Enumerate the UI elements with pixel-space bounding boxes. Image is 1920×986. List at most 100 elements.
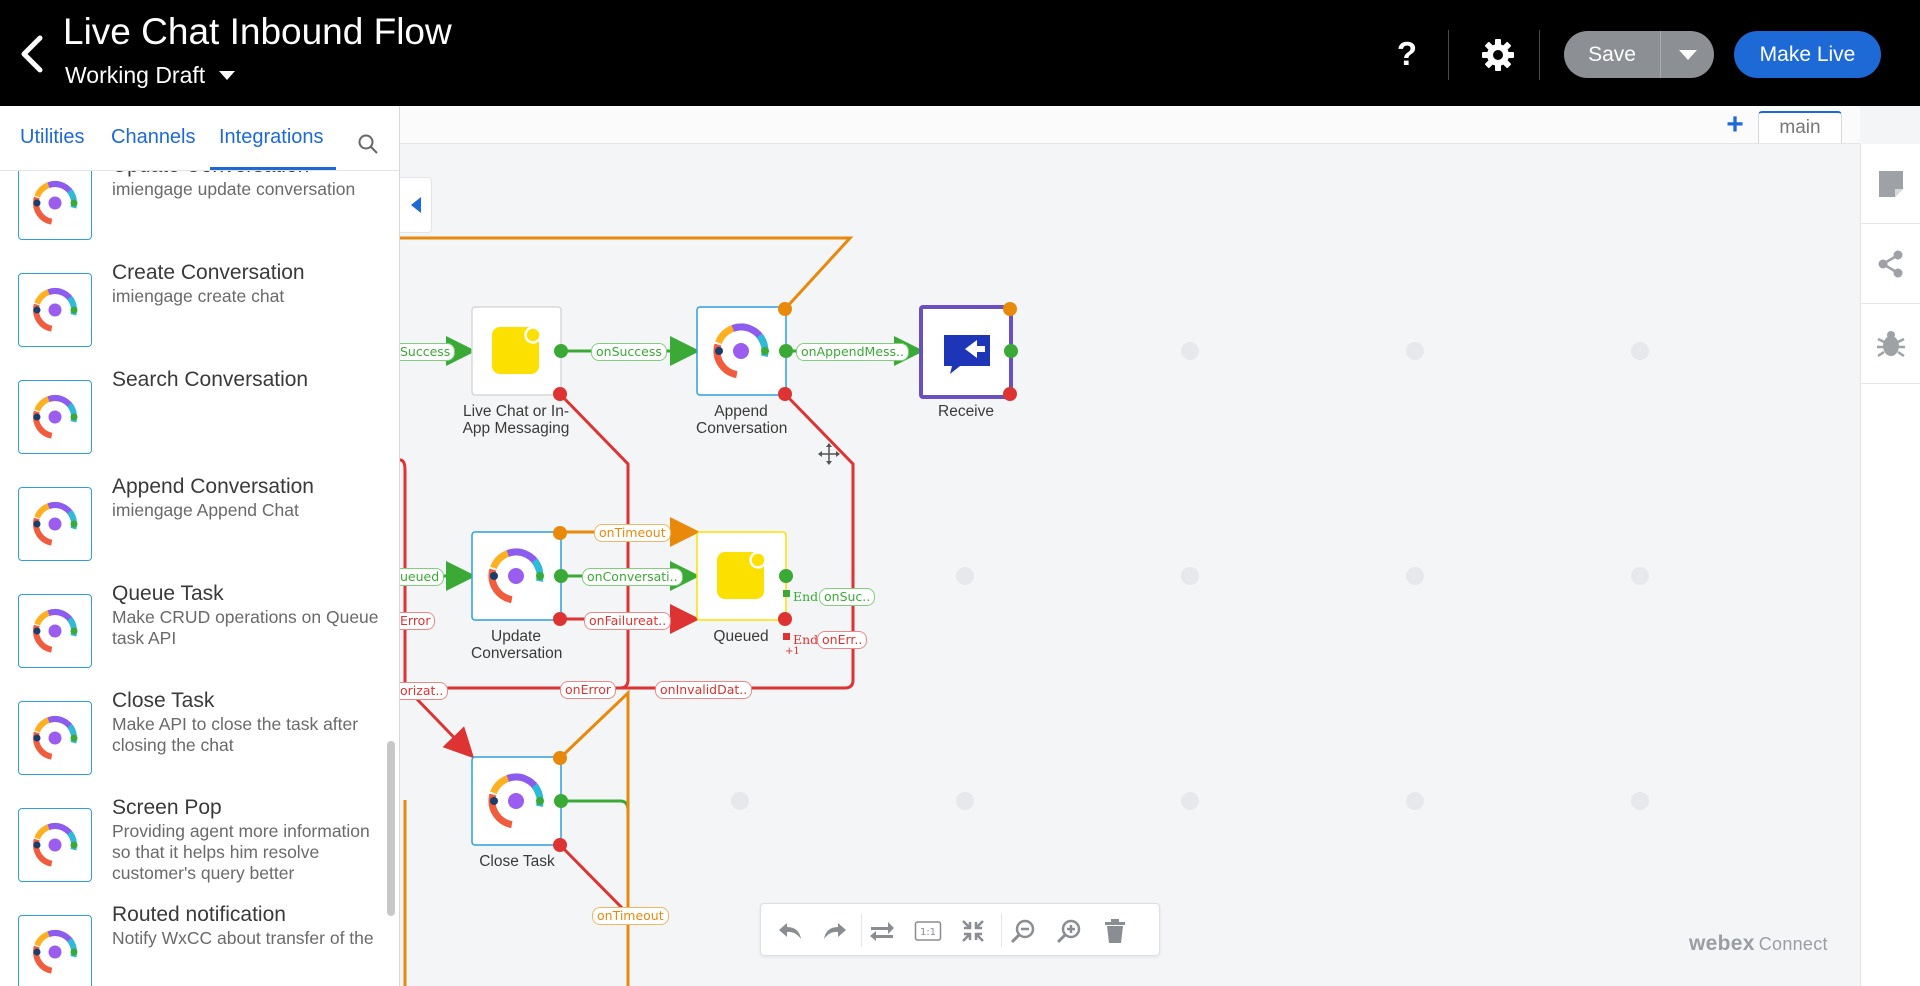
edge-label-on-error[interactable]: onError [560, 681, 617, 699]
palette-scrollbar[interactable] [387, 741, 395, 916]
zoom-in-button[interactable] [1052, 914, 1086, 948]
app-header: Live Chat Inbound Flow Working Draft ? [0, 0, 1920, 106]
node-append-conversation[interactable] [696, 302, 793, 401]
palette-node-description: imiengage Append Chat [112, 500, 299, 520]
node-live-chat[interactable] [471, 306, 568, 401]
swap-button[interactable] [865, 914, 899, 948]
node-label-queued: Queued [713, 628, 769, 645]
notes-button[interactable] [1861, 144, 1920, 224]
tab-main[interactable]: main [1758, 111, 1842, 143]
flow-title: Live Chat Inbound Flow [63, 11, 452, 52]
palette-node-name: Queue Task [112, 582, 224, 605]
help-button[interactable]: ? [1396, 35, 1418, 72]
palette-node-icon [18, 273, 92, 347]
node-close-task[interactable] [471, 751, 568, 852]
zoom-out-button[interactable] [1006, 914, 1040, 948]
edge-label-error-in[interactable]: Error [396, 612, 436, 630]
edge-label-on-end-error[interactable]: onErr.. [817, 631, 868, 649]
edge-close-task-timeout [558, 689, 630, 986]
edge-label-on-timeout[interactable]: onTimeout [594, 524, 671, 542]
flow-tabs-bar [400, 106, 1860, 144]
delete-button[interactable] [1098, 914, 1132, 948]
palette-node-list: Update Conversation imiengage update con… [0, 171, 390, 986]
imiengage-icon [33, 395, 78, 439]
tab-utilities[interactable]: Utilities [20, 126, 85, 148]
imiengage-icon [33, 930, 78, 974]
edge-to-close-task [411, 693, 475, 759]
palette-node-description: imiengage update conversation [112, 179, 356, 199]
undo-button[interactable] [773, 914, 807, 948]
palette-node-icon [18, 701, 92, 775]
back-button[interactable] [16, 32, 52, 76]
edge-label-success-in[interactable]: Success [396, 343, 456, 361]
edge-label-on-append-message[interactable]: onAppendMess.. [796, 343, 909, 361]
flow-canvas[interactable] [400, 106, 1860, 986]
edge-label-on-end-success[interactable]: onSuc.. [819, 588, 876, 606]
palette-node-name: Screen Pop [112, 796, 222, 819]
zoom-reset-button[interactable]: 1:1 [911, 914, 945, 948]
collapse-icon [962, 920, 984, 942]
palette-node-icon [18, 915, 92, 986]
brand-name: webex [1689, 932, 1755, 955]
version-dropdown[interactable]: Working Draft [65, 60, 236, 90]
share-icon [1878, 250, 1903, 277]
tab-integrations[interactable]: Integrations [219, 126, 324, 148]
node-label-update-conversation: Update Conversation [471, 628, 563, 662]
edge-label-queued-in[interactable]: ueued [396, 568, 445, 586]
palette-node-name: Search Conversation [112, 368, 309, 391]
collapse-button[interactable] [956, 914, 990, 948]
palette-node-name: Append Conversation [112, 475, 314, 498]
note-icon [1879, 170, 1903, 197]
add-flow-tab-button[interactable]: + [1726, 108, 1744, 141]
palette-node-icon [18, 380, 92, 454]
caret-down-icon [1678, 49, 1697, 60]
edge-label-on-failure[interactable]: onFailureat.. [584, 612, 672, 630]
edge-top-loop [400, 236, 854, 311]
edge-label-on-success[interactable]: onSuccess [591, 343, 667, 361]
edge-label-on-timeout-2[interactable]: onTimeout [592, 907, 669, 925]
end-label-success: End [793, 589, 819, 604]
palette-tabs: Utilities Channels Integrations [0, 106, 399, 171]
search-button[interactable] [357, 133, 379, 155]
palette-node-item[interactable]: Queue Task Make CRUD operations on Queue… [0, 579, 390, 683]
palette-node-item[interactable]: Routed notification Notify WxCC about tr… [0, 900, 390, 986]
redo-button[interactable] [818, 914, 852, 948]
imiengage-icon [33, 609, 78, 653]
palette-node-description: Make CRUD operations on Queue task API [112, 607, 379, 648]
node-update-conversation[interactable] [471, 526, 568, 626]
palette-node-item[interactable]: Append Conversation imiengage Append Cha… [0, 472, 390, 576]
palette-node-item[interactable]: Close Task Make API to close the task af… [0, 686, 390, 790]
toolbar-divider [861, 914, 862, 947]
palette-node-description: Make API to close the task after closing… [112, 714, 359, 755]
edge-invalid-data-loop [620, 392, 855, 690]
node-label-receive: Receive [938, 403, 994, 420]
gear-icon [1482, 39, 1514, 71]
save-options-button[interactable] [1660, 31, 1714, 78]
settings-button[interactable] [1479, 36, 1517, 74]
palette-node-item[interactable]: Create Conversation imiengage create cha… [0, 258, 390, 362]
palette-node-item[interactable]: Update Conversation imiengage update con… [0, 171, 390, 255]
tab-channels[interactable]: Channels [111, 126, 196, 148]
debug-button[interactable] [1861, 304, 1920, 384]
edge-label-authorization-in[interactable]: orizat.. [396, 682, 449, 700]
palette-node-item[interactable]: Search Conversation [0, 365, 390, 469]
palette-node-icon [18, 487, 92, 561]
node-receive[interactable] [919, 302, 1018, 401]
node-queued[interactable] [696, 531, 793, 640]
edge-left-red [399, 458, 407, 688]
make-live-button[interactable]: Make Live [1734, 31, 1881, 78]
move-cursor-icon [818, 443, 840, 465]
collapse-panel-button[interactable] [400, 177, 432, 233]
save-button[interactable]: Save [1588, 42, 1636, 66]
share-button[interactable] [1861, 224, 1920, 304]
edge-label-on-invalid-data[interactable]: onInvalidDat.. [655, 681, 753, 699]
search-icon [358, 134, 378, 154]
node-label-close-task: Close Task [479, 853, 555, 870]
palette-node-item[interactable]: Screen Pop Providing agent more informat… [0, 793, 390, 897]
edge-label-on-conversation[interactable]: onConversati.. [582, 568, 683, 586]
more-connections-count[interactable]: +1 [785, 646, 800, 657]
active-tab-indicator [210, 167, 336, 170]
